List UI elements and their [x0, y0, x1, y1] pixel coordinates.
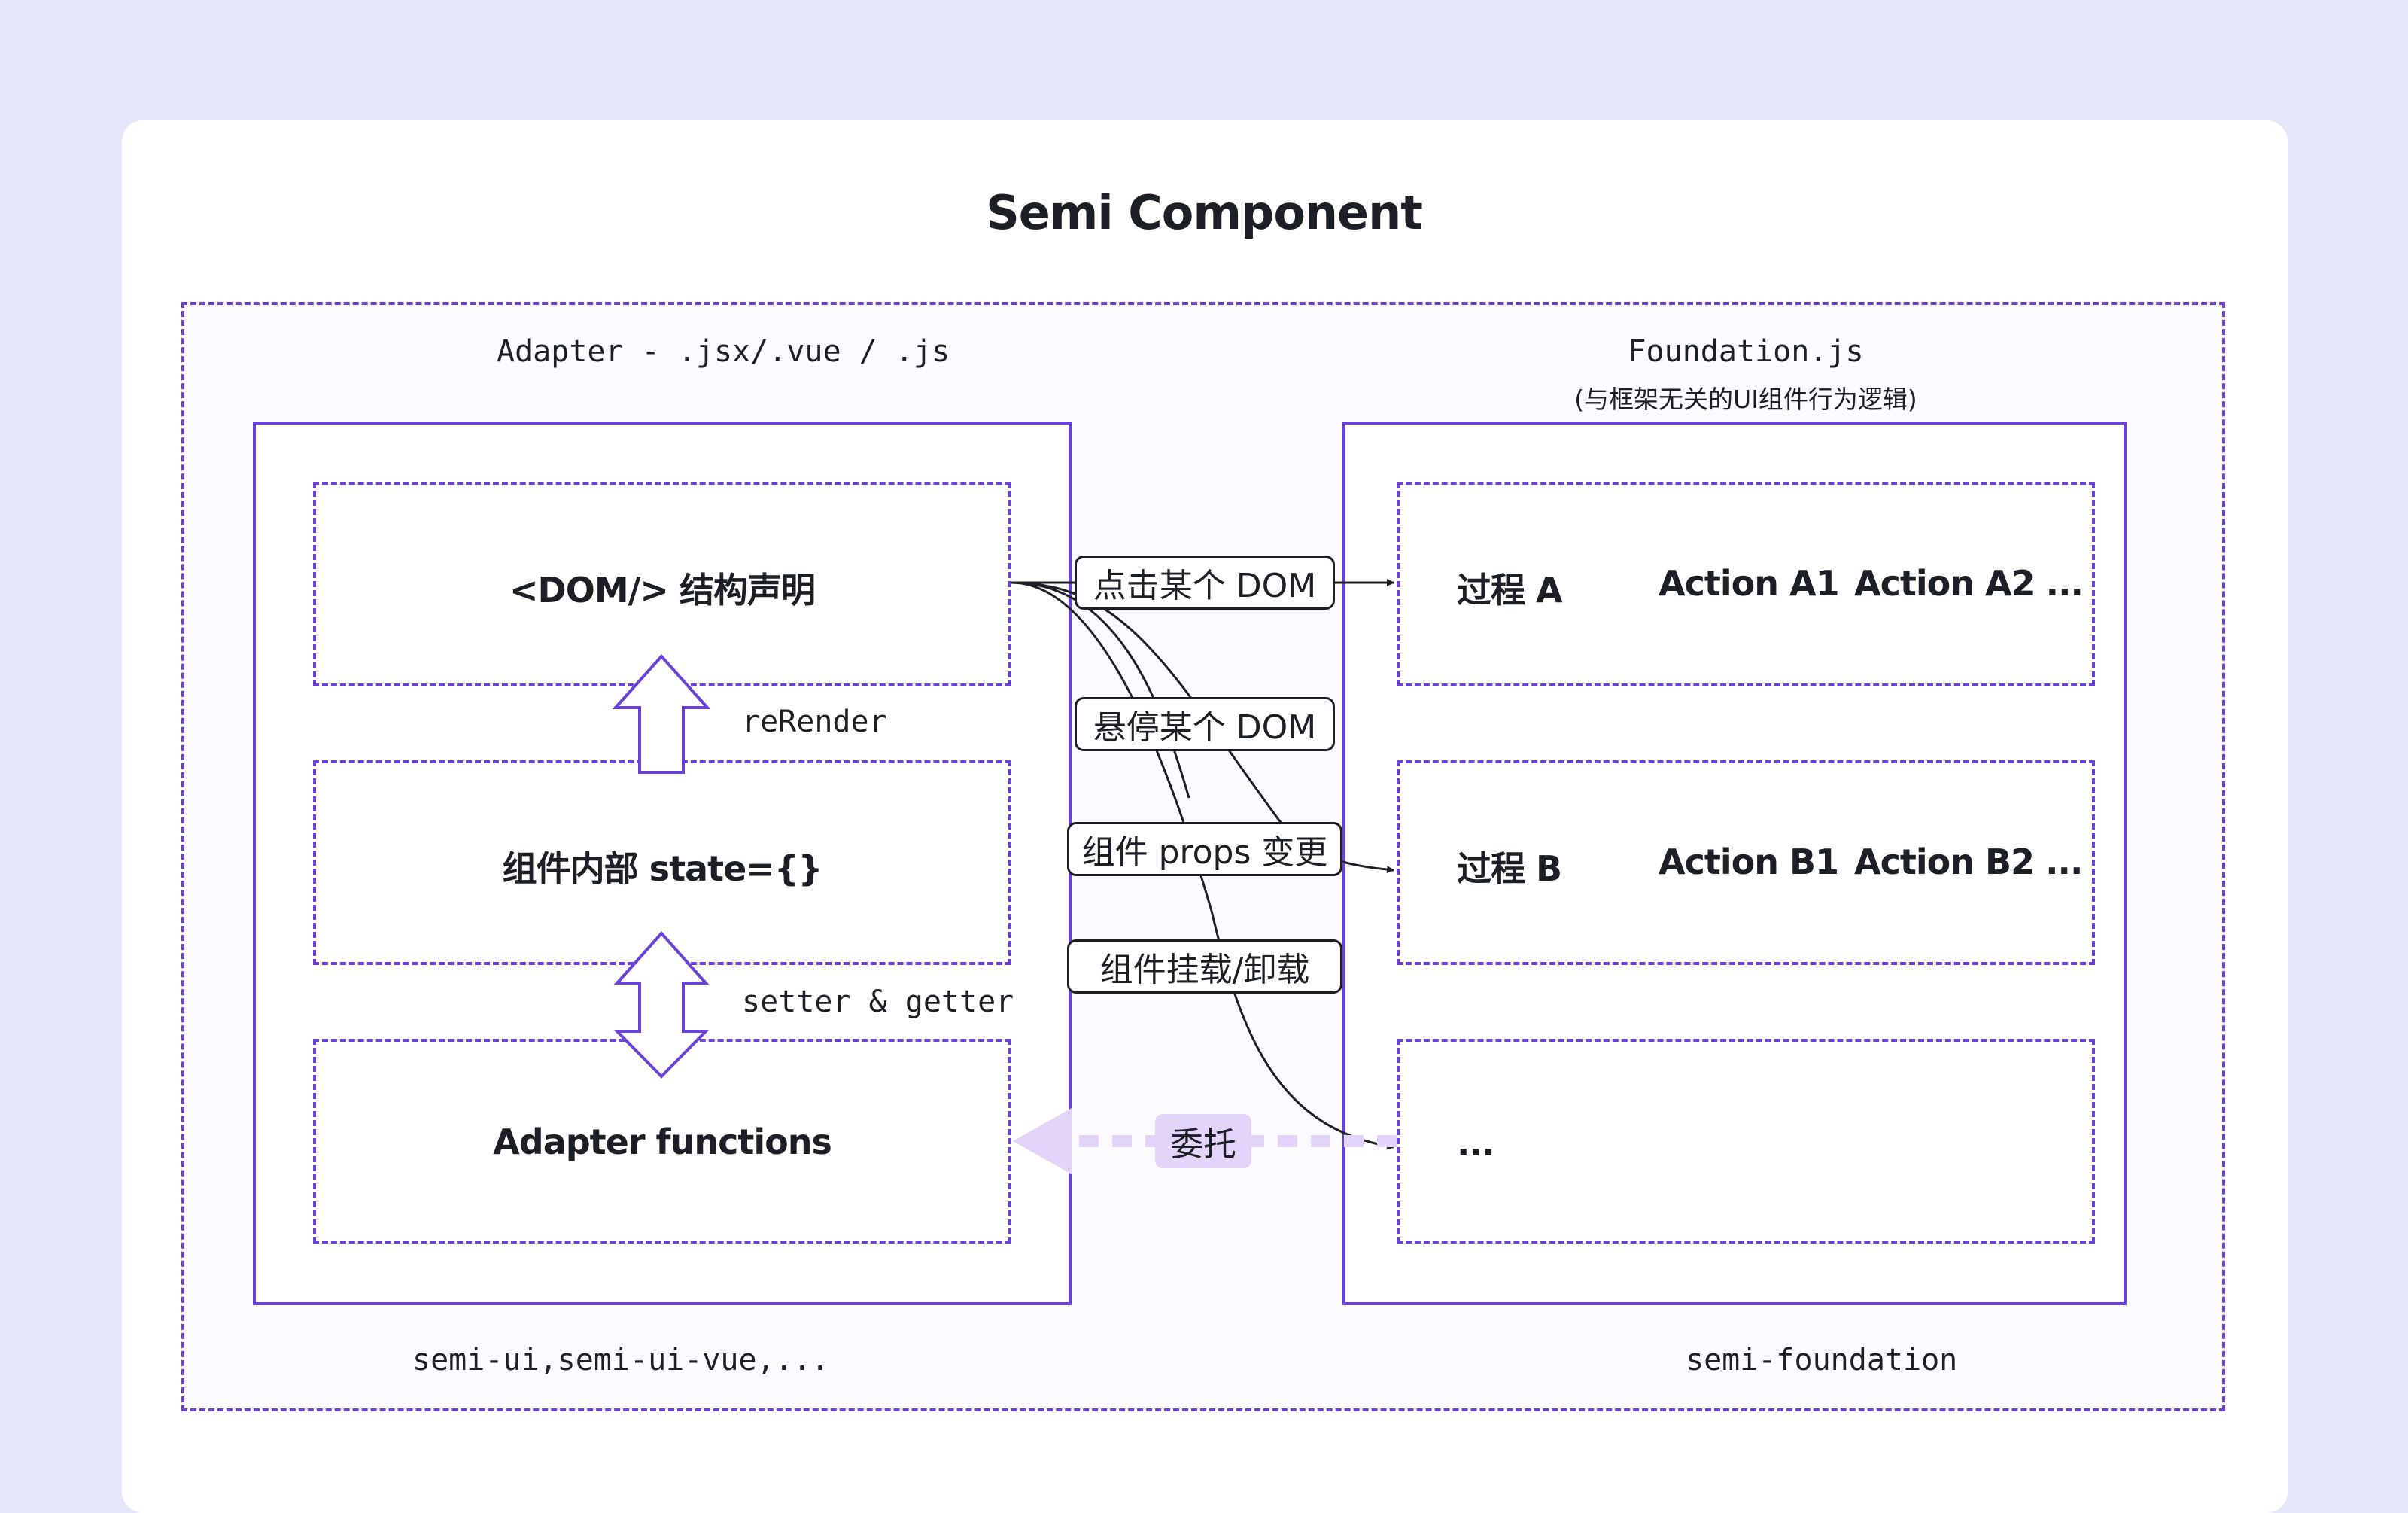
process-a-block — [1397, 482, 2095, 686]
adapter-header: Adapter - .jsx/.vue / .js — [497, 334, 950, 369]
dom-declaration-label: <DOM/> 结构声明 — [509, 570, 816, 610]
action-a1-label: Action A1 — [1659, 563, 1840, 604]
action-a2-label: Action A2 ... — [1854, 563, 2084, 604]
diagram-title: Semi Component — [986, 185, 1423, 240]
event-props-change-label: 组件 props 变更 — [1067, 822, 1342, 876]
rerender-arrow — [612, 654, 711, 774]
setter-getter-arrow — [613, 930, 710, 1079]
hover-curve — [1011, 581, 1190, 799]
foundation-subheader: (与框架无关的UI组件行为逻辑) — [1574, 385, 1917, 414]
mount-arrow — [1011, 581, 1394, 1150]
adapter-functions-label: Adapter functions — [493, 1122, 832, 1162]
event-hover-label: 悬停某个 DOM — [1075, 697, 1335, 751]
action-b2-label: Action B2 ... — [1854, 842, 2083, 882]
rerender-label: reRender — [742, 705, 887, 739]
delegate-label: 委托 — [1155, 1114, 1251, 1168]
foundation-footer: semi-foundation — [1686, 1343, 1958, 1378]
setter-getter-label: setter & getter — [742, 985, 1014, 1019]
event-mount-label: 组件挂载/卸载 — [1067, 939, 1342, 994]
process-more-block — [1397, 1039, 2095, 1244]
action-b1-label: Action B1 — [1659, 842, 1839, 882]
process-b-block — [1397, 760, 2095, 965]
process-a-label: 过程 A — [1457, 570, 1563, 610]
event-click-label: 点击某个 DOM — [1075, 556, 1335, 610]
process-more-label: ... — [1457, 1123, 1494, 1164]
foundation-header: Foundation.js — [1628, 334, 1864, 369]
state-label: 组件内部 state={} — [502, 848, 823, 889]
process-b-label: 过程 B — [1457, 848, 1562, 889]
adapter-footer: semi-ui,semi-ui-vue,... — [412, 1343, 829, 1378]
delegate-arrow-head — [1013, 1108, 1072, 1174]
